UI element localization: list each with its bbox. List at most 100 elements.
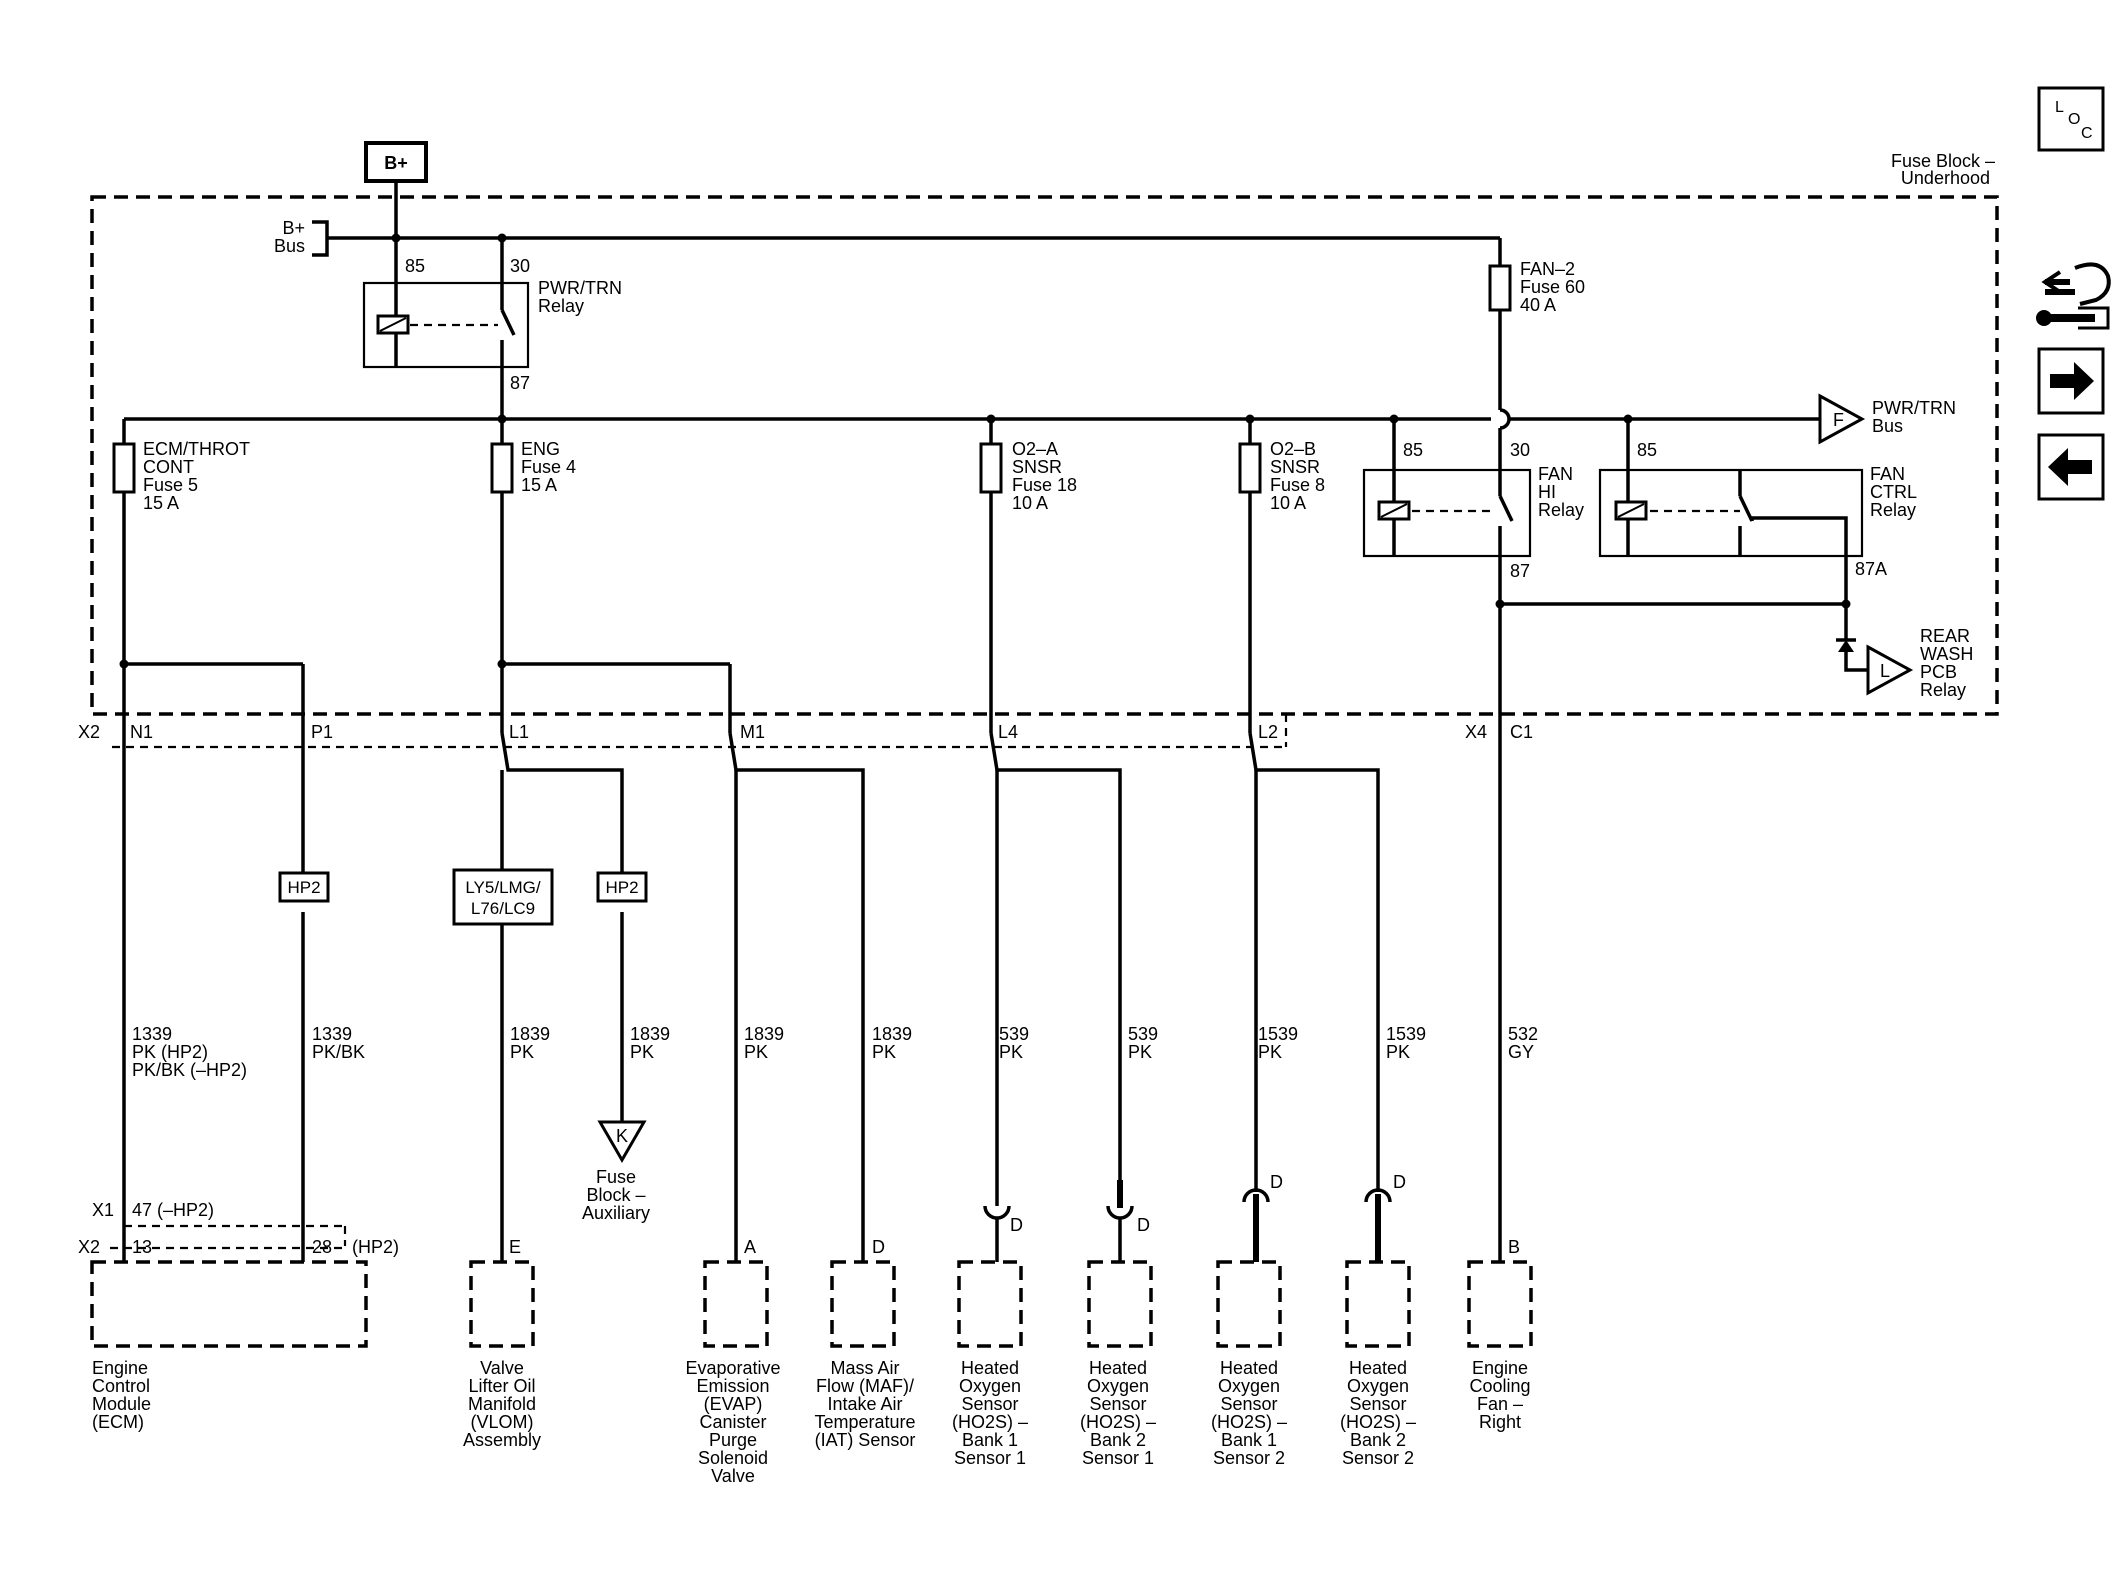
- pin-13: 13: [132, 1237, 152, 1257]
- ho2s-b1s1-name-line-3: Sensor: [961, 1394, 1018, 1414]
- ho2s-b1s1-name-line-1: Heated: [961, 1358, 1019, 1378]
- svg-text:532: 532: [1508, 1024, 1538, 1044]
- ecm-name-line-4: (ECM): [92, 1412, 144, 1432]
- fan-hi-relay-box: [1362, 468, 1532, 558]
- vlom-component: [469, 1260, 535, 1348]
- ho2s-b2s1-name-line-4: (HO2S) –: [1080, 1412, 1156, 1432]
- rear-wash-label-2: WASH: [1920, 644, 1973, 664]
- svg-text:PK: PK: [744, 1042, 768, 1062]
- aux-label-3: Auxiliary: [582, 1203, 650, 1223]
- wire-label-aux: 1839 PK: [630, 1024, 670, 1062]
- fan2-fuse-label-2: Fuse 60: [1520, 277, 1585, 297]
- svg-text:PK: PK: [999, 1042, 1023, 1062]
- pin-d1: D: [1010, 1215, 1023, 1235]
- ho2s-b1s2-name-line-3: Sensor: [1220, 1394, 1277, 1414]
- eng-fuse-label-2: Fuse 4: [521, 457, 576, 477]
- next-page-button[interactable]: [2037, 347, 2105, 415]
- evap-name-line-2: Emission: [696, 1376, 769, 1396]
- pin-l4: L4: [998, 722, 1018, 742]
- wire-label-maf: 1839 PK: [872, 1024, 912, 1062]
- fan-hi-relay-name-2: HI: [1538, 482, 1556, 502]
- svg-text:539: 539: [999, 1024, 1029, 1044]
- wire-label-ecm-b: 1339 PK/BK: [312, 1024, 365, 1062]
- fan-ctrl-relay-box: [1598, 468, 1864, 558]
- svg-text:539: 539: [1128, 1024, 1158, 1044]
- x2-label: X2: [78, 722, 100, 742]
- rear-wash-terminal: [1866, 644, 1914, 696]
- cooling-fan-component: [1467, 1260, 1533, 1348]
- previous-page-button[interactable]: [2037, 433, 2105, 501]
- ho2s-b2s2-component: [1345, 1260, 1411, 1348]
- svg-text:PK: PK: [1386, 1042, 1410, 1062]
- svg-text:1839: 1839: [510, 1024, 550, 1044]
- arrow-left-icon: [2048, 448, 2092, 486]
- evap-name-line-6: Solenoid: [698, 1448, 768, 1468]
- fan2-fuse-label-1: FAN–2: [1520, 259, 1575, 279]
- fan-ctrl-relay-name-3: Relay: [1870, 500, 1916, 520]
- evap-name-line-7: Valve: [711, 1466, 755, 1486]
- pwr-trn-pin-85: 85: [405, 256, 425, 276]
- aux-fuse-block-terminal: [597, 1120, 647, 1163]
- fan-ctrl-relay-name-2: CTRL: [1870, 482, 1917, 502]
- maf-iat-name-line-5: (IAT) Sensor: [815, 1430, 916, 1450]
- pin-b: B: [1508, 1237, 1520, 1257]
- svg-text:PK: PK: [1258, 1042, 1282, 1062]
- wire-label-ho2s-b1s1: 539 PK: [999, 1024, 1029, 1062]
- fan-hi-relay-name-1: FAN: [1538, 464, 1573, 484]
- svg-text:1839: 1839: [630, 1024, 670, 1044]
- pin-n1: N1: [130, 722, 153, 742]
- ly5-option-line-1: LY5/LMG/: [465, 878, 541, 897]
- pwr-trn-relay-name-2: Relay: [538, 296, 584, 316]
- fuse-block-label-2: Underhood: [1901, 168, 1990, 188]
- ho2s-b1s2-name-line-6: Sensor 2: [1213, 1448, 1285, 1468]
- svg-text:PK: PK: [872, 1042, 896, 1062]
- ho2s-b1s1-name-line-4: (HO2S) –: [952, 1412, 1028, 1432]
- fuse-block-label-1: Fuse Block –: [1891, 151, 1995, 171]
- svg-text:C: C: [2081, 125, 2093, 142]
- evap-component: [703, 1260, 769, 1348]
- pin-28-note: (HP2): [352, 1237, 399, 1257]
- maf-iat-name-line-4: Temperature: [814, 1412, 915, 1432]
- vlom-name-line-2: Lifter Oil: [468, 1376, 535, 1396]
- ho2s-b1s2-component: [1216, 1260, 1282, 1348]
- fan-ctrl-relay-name-1: FAN: [1870, 464, 1905, 484]
- ecm-name-line-1: Engine: [92, 1358, 148, 1378]
- evap-name-line-5: Purge: [709, 1430, 757, 1450]
- pwrtrn-bus-label-2: Bus: [1872, 416, 1903, 436]
- eng-fuse-label-1: ENG: [521, 439, 560, 459]
- pwr-trn-pin-30: 30: [510, 256, 530, 276]
- pin-28: 28: [312, 1237, 332, 1257]
- ho2s-b2s2-name-line-1: Heated: [1349, 1358, 1407, 1378]
- ecm-fuse-label-3: Fuse 5: [143, 475, 198, 495]
- ecm-fuse-label-1: ECM/THROT: [143, 439, 250, 459]
- vlom-name-line-5: Assembly: [463, 1430, 541, 1450]
- svg-text:PK (HP2): PK (HP2): [132, 1042, 208, 1062]
- loc-button[interactable]: L O C: [2037, 86, 2105, 152]
- ho2s-b1s1-component: [957, 1260, 1023, 1348]
- ho2s-b2s1-name-line-6: Sensor 1: [1082, 1448, 1154, 1468]
- connector-view-icon[interactable]: [2036, 262, 2111, 330]
- fan2-fuse-label-3: 40 A: [1520, 295, 1556, 315]
- wire-label-ho2s-b2s2: 1539 PK: [1386, 1024, 1426, 1062]
- inline-connector-d1: [983, 1205, 1011, 1220]
- x1b-label: X1: [92, 1200, 114, 1220]
- eng-fuse-label-3: 15 A: [521, 475, 557, 495]
- pin-47: 47 (–HP2): [132, 1200, 214, 1220]
- o2a-fuse-label-3: Fuse 18: [1012, 475, 1077, 495]
- svg-text:PK: PK: [1128, 1042, 1152, 1062]
- wire-label-ho2s-b1s2: 1539 PK: [1258, 1024, 1298, 1062]
- svg-text:1539: 1539: [1258, 1024, 1298, 1044]
- ho2s-b2s1-name-line-1: Heated: [1089, 1358, 1147, 1378]
- pwrtrn-bus-label-1: PWR/TRN: [1872, 398, 1956, 418]
- evap-name-line-4: Canister: [699, 1412, 766, 1432]
- pin-a: A: [744, 1237, 756, 1257]
- ho2s-b2s2-name-line-5: Bank 2: [1350, 1430, 1406, 1450]
- o2b-fuse-label-1: O2–B: [1270, 439, 1316, 459]
- vlom-name-line-1: Valve: [480, 1358, 524, 1378]
- ho2s-b2s2-name-line-3: Sensor: [1349, 1394, 1406, 1414]
- bplus-bus-label-2: Bus: [274, 236, 305, 256]
- hp2-option-box-2: [596, 871, 648, 903]
- svg-text:1839: 1839: [744, 1024, 784, 1044]
